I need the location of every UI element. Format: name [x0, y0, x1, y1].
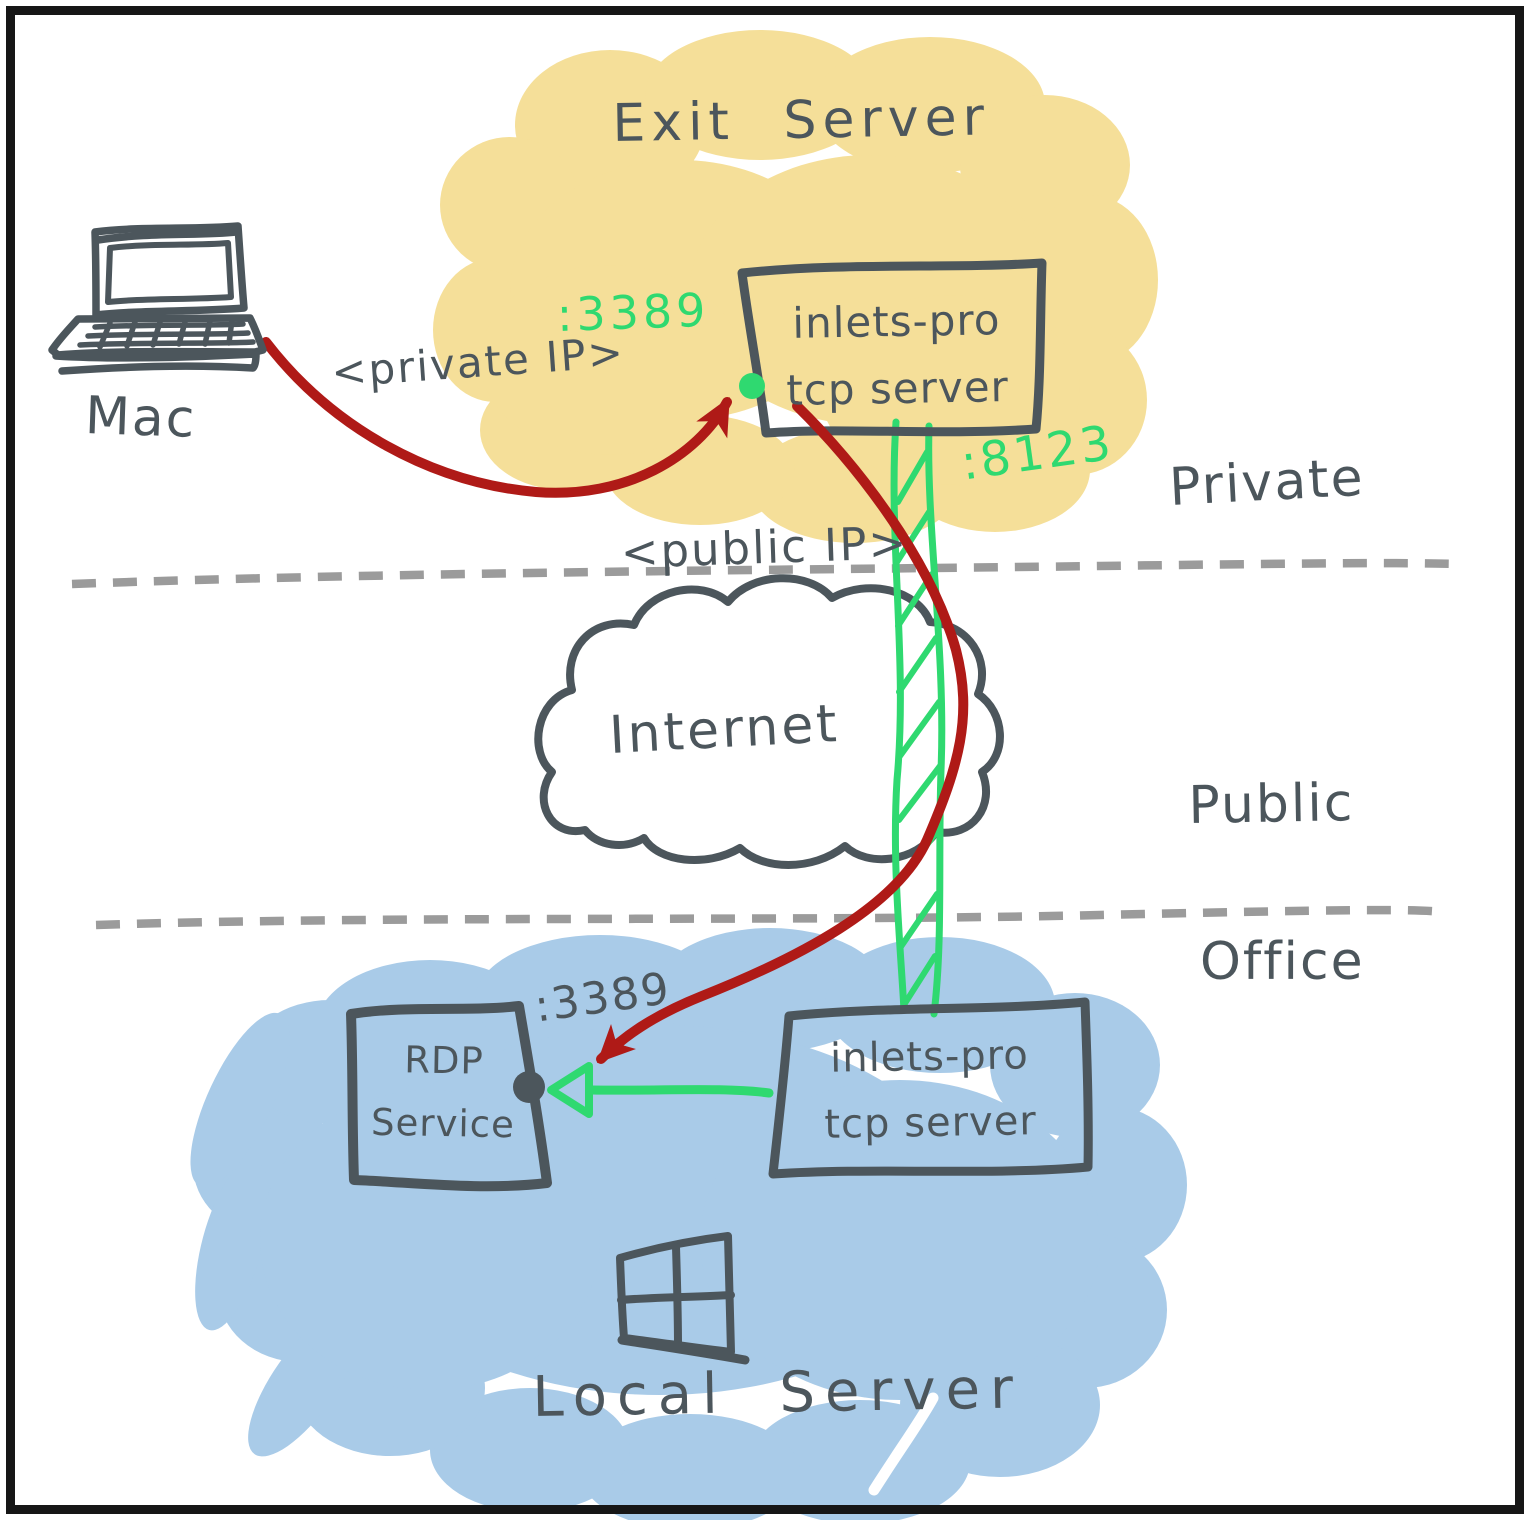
exit-server-title: Exit Server: [611, 87, 991, 154]
exit-inlets-box-line1: inlets-pro: [791, 295, 1001, 348]
exit-port-dot: [739, 373, 765, 399]
divider-public-office: [95, 905, 1444, 930]
windows-logo-icon: [616, 1232, 750, 1365]
local-inlets-box: [768, 997, 1093, 1179]
green-forward-arrow: [547, 1062, 774, 1118]
zone-label-public: Public: [1187, 773, 1355, 836]
exit-inlets-box-line2: tcp server: [785, 362, 1010, 416]
local-inlets-box-line1: inlets-pro: [829, 1032, 1030, 1082]
rdp-port-dot: [513, 1071, 545, 1103]
divider-private-public: [71, 558, 1463, 589]
local-inlets-box-line2: tcp server: [823, 1098, 1038, 1148]
laptop-icon: [48, 222, 267, 375]
rdp-box-line2: Service: [370, 1100, 516, 1147]
exit-inlets-box: [737, 258, 1047, 438]
internet-label: Internet: [607, 693, 842, 766]
zone-label-private: Private: [1167, 447, 1366, 518]
rdp-service-box: [346, 1001, 552, 1192]
local-server-title: Local Server: [531, 1356, 1024, 1430]
local-inlets-box-label: inlets-pro tcp server: [779, 1021, 1081, 1158]
rdp-box-line1: RDP: [403, 1038, 485, 1083]
exit-server-blob: [433, 30, 1158, 543]
public-ip-label: <public IP>: [619, 515, 910, 579]
red-arrow-exit-to-rdp: [596, 401, 969, 1064]
red-arrow-mac-to-exit: [261, 337, 732, 498]
zone-label-office: Office: [1200, 932, 1365, 992]
mac-label: Mac: [84, 386, 198, 450]
local-server-blob: [190, 928, 1187, 1520]
rdp-service-box-label: RDP Service: [355, 1028, 532, 1157]
exit-inlets-box-label: inlets-pro tcp server: [751, 285, 1043, 424]
